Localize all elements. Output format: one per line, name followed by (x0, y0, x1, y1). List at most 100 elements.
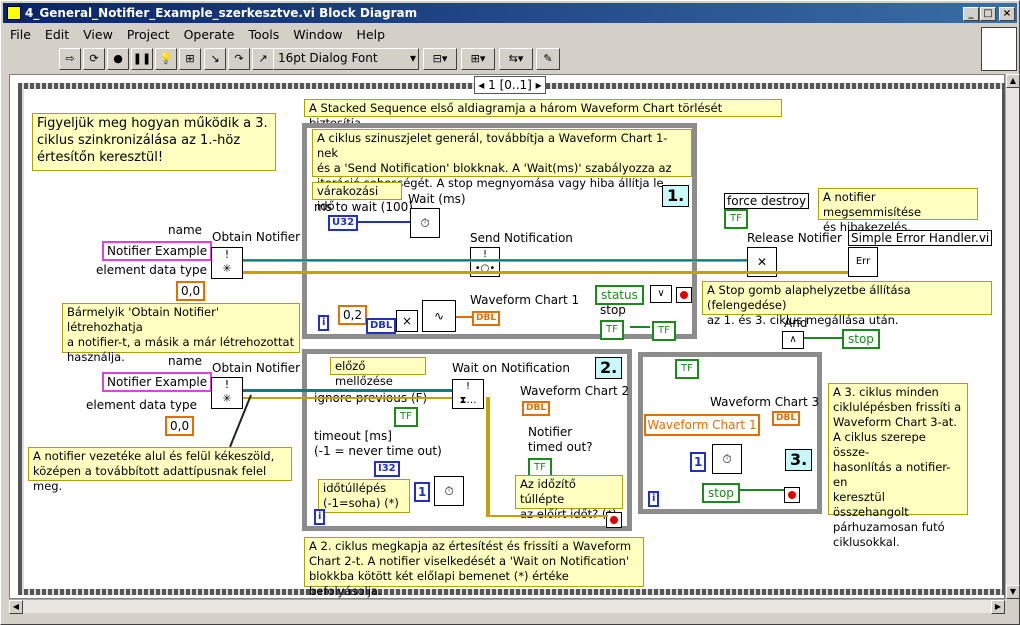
release-notifier-label: Release Notifier (747, 231, 842, 245)
element-type-label-1: element data type (96, 263, 207, 277)
wait-on-notification-function[interactable]: !⧗… (452, 379, 484, 409)
note-loop-1: A ciklus szinuszjelet generál, továbbítj… (312, 129, 692, 190)
retain-wire-values-button[interactable]: ⊞ (179, 48, 201, 70)
wait-ms-function-2[interactable]: ⏱ (434, 476, 464, 506)
force-destroy-constant[interactable]: TF (724, 209, 748, 229)
loop-number-1: 1. (662, 185, 690, 207)
step-over-button[interactable]: ↷ (228, 48, 250, 70)
font-dropdown-label: 16pt Dialog Font (278, 51, 378, 65)
sine-to-chart-wire (456, 316, 472, 318)
menu-help[interactable]: Help (356, 26, 386, 42)
menu-bar: File Edit View Project Operate Tools Win… (3, 24, 973, 44)
u32-constant[interactable]: U32 (328, 215, 359, 231)
constant-one-loop2[interactable]: 1 (414, 482, 431, 502)
obtain-notifier-function-1[interactable]: !✳ (211, 247, 243, 279)
stop-label: stop (600, 303, 626, 317)
abort-button[interactable]: ● (107, 48, 129, 70)
stop-button-local[interactable]: stop (842, 329, 880, 349)
constant-0-2[interactable]: 0,2 (338, 305, 368, 325)
run-button[interactable]: ⇨ (59, 48, 81, 70)
timeout-terminal[interactable]: I32 (374, 461, 400, 477)
scroll-right-button[interactable]: ▶ (991, 600, 1005, 614)
font-dropdown[interactable]: 16pt Dialog Font▾ (273, 48, 419, 70)
cleanup-diagram-button[interactable]: ✎ (536, 48, 560, 70)
send-notification-label: Send Notification (470, 231, 573, 245)
and-function[interactable]: ∧ (782, 331, 804, 349)
waveform-chart-1-terminal[interactable]: DBL (472, 311, 501, 326)
menu-operate[interactable]: Operate (183, 26, 235, 42)
highlight-execution-button[interactable]: 💡 (155, 48, 177, 70)
loop-3-stop-condition (784, 487, 800, 503)
name-label-1: name (168, 223, 203, 237)
loop-2-stop-condition (606, 512, 622, 528)
maximize-button[interactable]: □ (980, 7, 996, 21)
scroll-up-button[interactable]: ▲ (1006, 74, 1020, 88)
element-type-label-2: element data type (86, 398, 197, 412)
title-bar: 4_General_Notifier_Example_szerkesztve.v… (3, 3, 1017, 23)
force-destroy-label: force destroy (724, 193, 810, 209)
obtain-notifier-function-2[interactable]: !✳ (211, 377, 243, 409)
wait-ms-function[interactable]: ⏱ (410, 208, 440, 238)
distribute-objects-button[interactable]: ⊞▾ (461, 48, 495, 70)
stop-wire (630, 326, 650, 328)
vertical-scrollbar[interactable]: ▲ ▼ (1005, 74, 1020, 599)
stop-button-loop3[interactable]: stop (702, 483, 740, 503)
menu-edit[interactable]: Edit (44, 26, 70, 42)
simple-error-handler-vi[interactable]: Err (848, 247, 878, 277)
loop-3-tf-constant[interactable]: TF (675, 359, 699, 379)
menu-project[interactable]: Project (126, 26, 170, 42)
horizontal-scrollbar[interactable]: ◀ ▶ (9, 599, 1005, 614)
stop-terminal[interactable]: TF (600, 320, 624, 340)
or-function[interactable]: ∨ (650, 285, 672, 303)
simple-error-handler-label: Simple Error Handler.vi (848, 230, 993, 246)
status-indicator: status (595, 285, 644, 305)
note-prev-ignore: előző mellőzése (330, 357, 426, 388)
close-button[interactable]: × (999, 7, 1015, 21)
context-help-panel[interactable] (981, 27, 1017, 71)
ms-to-wait-label: ms to wait (100) (314, 200, 413, 214)
error-wire-2 (243, 397, 452, 399)
loop-1-iteration: i (318, 315, 330, 331)
scroll-left-button[interactable]: ◀ (9, 600, 23, 614)
step-into-button[interactable]: ↘ (204, 48, 226, 70)
step-out-button[interactable]: ↗ (252, 48, 274, 70)
minimize-button[interactable]: _ (963, 7, 979, 21)
u32-wire (356, 221, 410, 223)
align-objects-button[interactable]: ⊟▾ (423, 48, 457, 70)
loop-2-iteration: i (314, 509, 326, 525)
menu-file[interactable]: File (10, 26, 31, 42)
notifier-name-1[interactable]: Notifier Example (102, 241, 213, 261)
constant-one-loop3[interactable]: 1 (690, 452, 707, 472)
waveform-chart-3-label: Waveform Chart 3 (710, 395, 820, 409)
run-continuously-button[interactable]: ⟳ (83, 48, 105, 70)
block-diagram-canvas[interactable]: ◂ 1 [0..1] ▸ Figyeljük meg hogyan működi… (9, 74, 1008, 599)
element-type-constant-2[interactable]: 0,0 (165, 416, 195, 436)
waveform-chart-3-terminal[interactable]: DBL (772, 411, 801, 426)
stop-reset-constant[interactable]: TF (652, 321, 676, 341)
note-wait-time: várakozási idő (312, 182, 402, 213)
multiply-function[interactable]: × (396, 310, 418, 332)
wait-ms-function-3[interactable]: ⏱ (712, 444, 742, 474)
and-label: And (784, 316, 808, 330)
scroll-down-button[interactable]: ▼ (1006, 585, 1020, 599)
loop3-stop-wire (740, 489, 784, 491)
note-destroy: A notifier megsemmisítése és hibakezelés… (818, 188, 978, 234)
notifier-wire-1-core (243, 261, 747, 262)
menu-window[interactable]: Window (293, 26, 343, 42)
element-type-constant-1[interactable]: 0,0 (176, 281, 206, 301)
reorder-button[interactable]: ⇆▾ (499, 48, 533, 70)
waveform-chart-2-label: Waveform Chart 2 (520, 384, 630, 398)
sequence-selector[interactable]: ◂ 1 [0..1] ▸ (474, 76, 546, 94)
note-timeout: időtúllépés (-1=soha) (*) (318, 479, 410, 513)
notifier-timed-out-label: Notifier timed out? (528, 425, 593, 454)
error-wire-2-out (486, 397, 490, 517)
menu-tools[interactable]: Tools (248, 26, 280, 42)
sine-function[interactable]: ∿ (422, 300, 456, 332)
waveform-chart-2-terminal[interactable]: DBL (522, 401, 551, 416)
waveform-chart-1-local-label: Waveform Chart 1 (647, 418, 757, 432)
waveform-chart-1-local[interactable]: Waveform Chart 1 (644, 414, 760, 436)
menu-view[interactable]: View (83, 26, 113, 42)
notifier-name-2[interactable]: Notifier Example (102, 372, 213, 392)
ignore-previous-terminal[interactable]: TF (394, 407, 418, 427)
pause-button[interactable]: ❚❚ (131, 48, 153, 70)
